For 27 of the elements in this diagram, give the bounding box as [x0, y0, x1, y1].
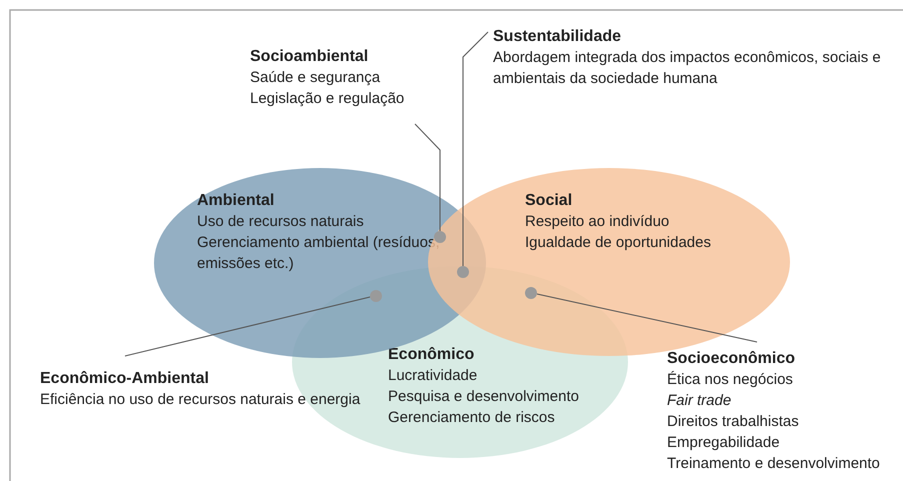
- item-text: Pesquisa e desenvolvimento: [388, 387, 579, 407]
- leader-line: [536, 294, 758, 342]
- heading: Econômico-Ambiental: [40, 369, 210, 389]
- item-text: Gerenciamento de riscos: [388, 408, 556, 428]
- item-text: Lucratividade: [388, 366, 478, 386]
- item-text: Saúde e segurança: [250, 68, 382, 88]
- item-text: Abordagem integrada dos impactos econômicos, sociais e ambientais da sociedade humana: [493, 48, 882, 89]
- item-text: Ética nos negócios: [667, 370, 794, 390]
- item-text: Igualdade de oportunidades: [525, 233, 711, 253]
- heading: Socioambiental: [250, 47, 370, 67]
- heading: Ambiental: [197, 191, 276, 211]
- item-text: Gerenciamento ambiental (resíduos, emissões etc.): [197, 233, 441, 274]
- leader-line: [414, 124, 440, 232]
- item-text: Uso de recursos naturais: [197, 212, 365, 232]
- item-text: Fair trade: [667, 391, 732, 411]
- leader-line: [124, 296, 370, 356]
- item-text: Direitos trabalhistas: [667, 412, 800, 432]
- leader-line: [462, 32, 488, 266]
- heading: Sustentabilidade: [493, 27, 622, 47]
- item-text: Treinamento e desenvolvimento: [667, 454, 880, 474]
- heading: Econômico: [388, 345, 476, 365]
- item-text: Legislação e regulação: [250, 89, 404, 109]
- item-text: Empregabilidade: [667, 433, 781, 453]
- item-text: Eficiência no uso de recursos naturais e energia: [40, 390, 360, 410]
- item-text: Respeito ao indivíduo: [525, 212, 670, 232]
- heading: Socioeconômico: [667, 349, 796, 369]
- heading: Social: [525, 191, 574, 211]
